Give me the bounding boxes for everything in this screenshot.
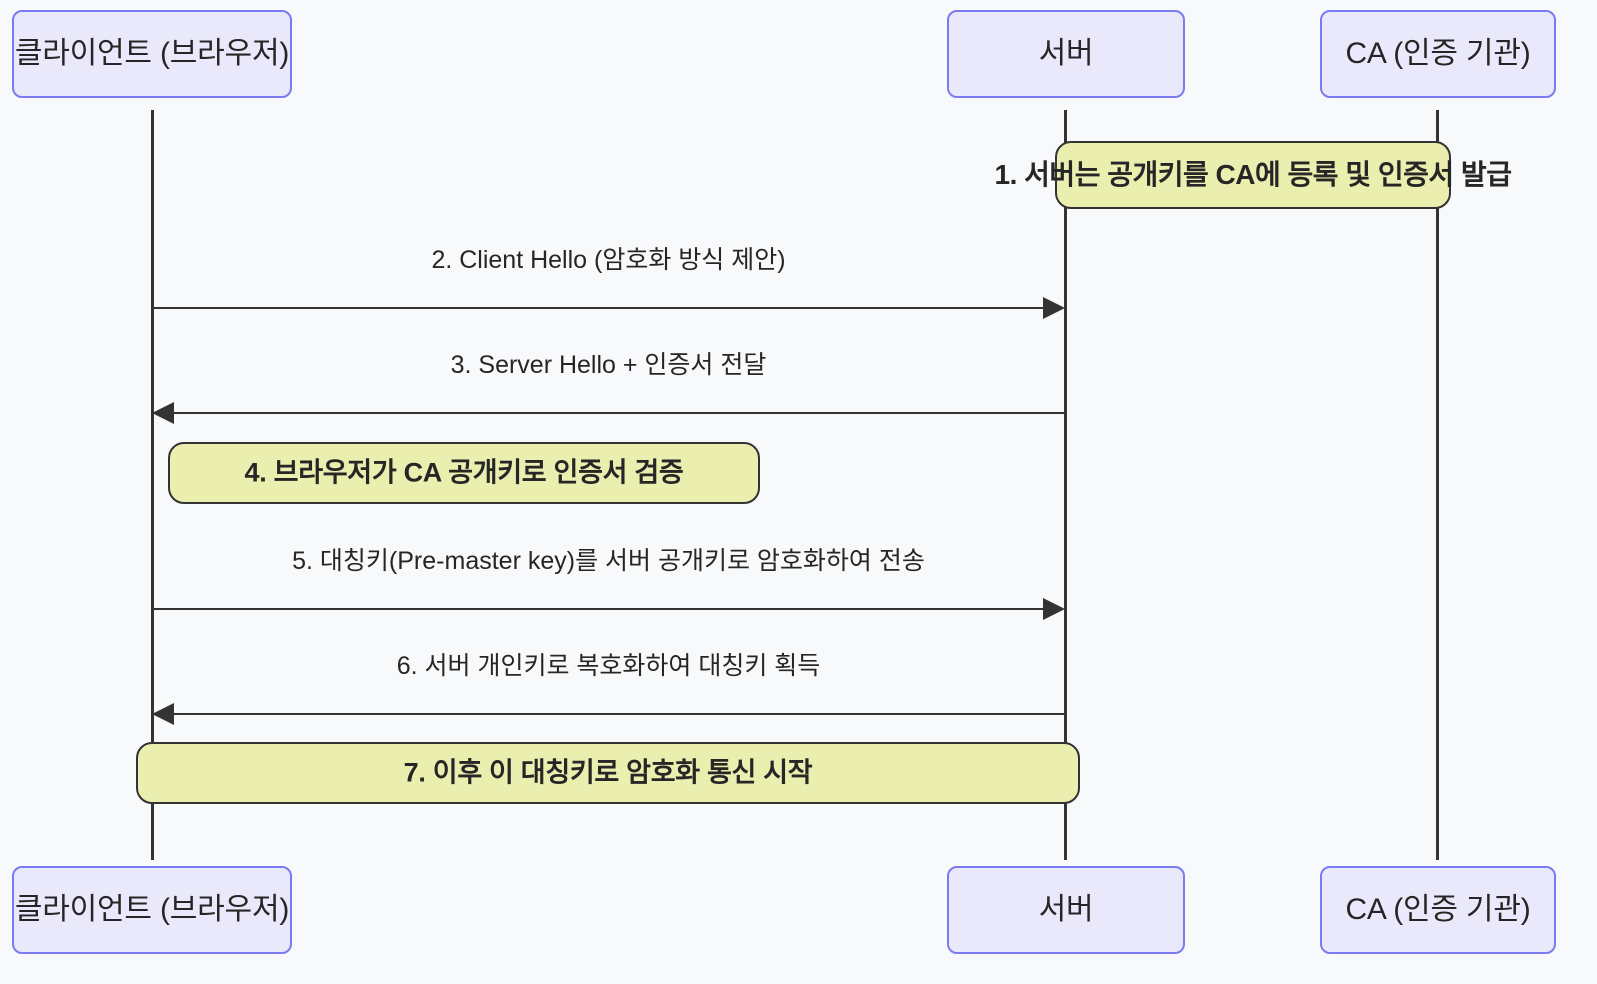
note-step-4-text: 4. 브라우저가 CA 공개키로 인증서 검증 (244, 457, 684, 488)
message-arrowhead-step-6 (152, 703, 174, 725)
note-step-7-text: 7. 이후 이 대칭키로 암호화 통신 시작 (403, 757, 813, 788)
actor-box-server-top[interactable]: 서버 (947, 10, 1185, 98)
actor-label-client-top: 클라이언트 (브라우저) (14, 37, 290, 70)
message-label-step-3: 3. Server Hello + 인증서 전달 (152, 353, 1065, 378)
message-label-step-3-text: 3. Server Hello + 인증서 전달 (450, 351, 767, 379)
note-step-1-text: 1. 서버는 공개키를 CA에 등록 및 인증서 발급 (994, 159, 1512, 190)
actor-label-server-bottom: 서버 (1038, 893, 1094, 926)
message-label-step-5: 5. 대칭키(Pre-master key)를 서버 공개키로 암호화하여 전송 (152, 549, 1065, 574)
actor-label-server-top: 서버 (1038, 37, 1094, 70)
lifeline-server (1064, 110, 1067, 860)
message-line-step-2 (152, 307, 1043, 309)
actor-box-client-top[interactable]: 클라이언트 (브라우저) (12, 10, 292, 98)
actor-box-client-bottom[interactable]: 클라이언트 (브라우저) (12, 866, 292, 954)
message-label-step-6-text: 6. 서버 개인키로 복호화하여 대칭키 획득 (396, 652, 821, 680)
actor-label-client-bottom: 클라이언트 (브라우저) (14, 893, 290, 926)
actor-box-server-bottom[interactable]: 서버 (947, 866, 1185, 954)
message-arrowhead-step-5 (1043, 598, 1065, 620)
actor-label-ca-top: CA (인증 기관) (1345, 37, 1531, 70)
lifeline-client (151, 110, 154, 860)
message-line-step-5 (152, 608, 1043, 610)
message-label-step-2-text: 2. Client Hello (암호화 방식 제안) (431, 246, 786, 274)
message-line-step-6 (174, 713, 1065, 715)
note-step-1[interactable]: 1. 서버는 공개키를 CA에 등록 및 인증서 발급 (995, 141, 1512, 209)
message-line-step-3 (174, 412, 1065, 414)
message-label-step-2: 2. Client Hello (암호화 방식 제안) (152, 248, 1065, 273)
message-label-step-5-text: 5. 대칭키(Pre-master key)를 서버 공개키로 암호화하여 전송 (292, 547, 925, 575)
note-step-7[interactable]: 7. 이후 이 대칭키로 암호화 통신 시작 (136, 742, 1080, 804)
actor-box-ca-top[interactable]: CA (인증 기관) (1320, 10, 1556, 98)
message-arrowhead-step-2 (1043, 297, 1065, 319)
actor-label-ca-bottom: CA (인증 기관) (1345, 893, 1531, 926)
note-step-4[interactable]: 4. 브라우저가 CA 공개키로 인증서 검증 (168, 442, 760, 504)
lifeline-ca (1436, 110, 1439, 860)
message-label-step-6: 6. 서버 개인키로 복호화하여 대칭키 획득 (152, 654, 1065, 679)
message-arrowhead-step-3 (152, 402, 174, 424)
actor-box-ca-bottom[interactable]: CA (인증 기관) (1320, 866, 1556, 954)
